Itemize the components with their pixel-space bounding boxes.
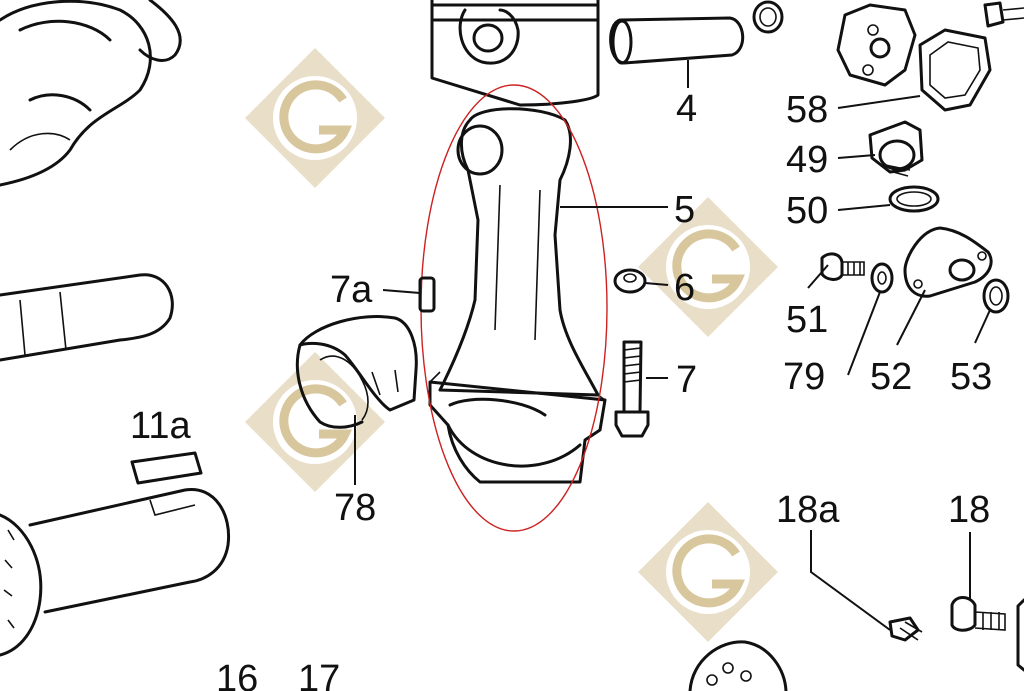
seal-ring <box>982 278 1010 314</box>
crankshaft-upper <box>0 0 182 187</box>
connecting-rod <box>428 107 607 484</box>
watermark-logo <box>638 197 778 337</box>
label-17: 17 <box>298 658 340 691</box>
watermark-logo <box>638 502 778 642</box>
small-end-bushing <box>418 276 436 313</box>
leader-lines <box>354 60 991 631</box>
screw-18 <box>950 596 1006 632</box>
gasket-plate <box>836 3 917 87</box>
label-79: 79 <box>783 356 825 398</box>
crankshaft-journal <box>0 273 174 362</box>
label-5: 5 <box>674 189 695 231</box>
watermark-logo <box>245 352 385 492</box>
label-50: 50 <box>786 190 828 232</box>
key <box>130 451 203 485</box>
rod-bolt <box>614 340 650 438</box>
label-7a: 7a <box>330 269 373 311</box>
label-11a: 11a <box>130 405 191 447</box>
label-7: 7 <box>676 359 697 401</box>
label-18: 18 <box>948 489 990 531</box>
label-4: 4 <box>676 88 697 130</box>
banjo-fitting <box>868 120 924 177</box>
label-78: 78 <box>334 487 376 529</box>
label-52: 52 <box>870 356 912 398</box>
screw-18a <box>888 616 923 642</box>
o-ring <box>888 185 940 213</box>
piston-pin <box>609 16 745 65</box>
flange-fitting <box>903 226 993 298</box>
screw-small <box>820 252 865 281</box>
label-16: 16 <box>216 658 258 691</box>
nut <box>613 268 647 294</box>
label-53: 53 <box>950 356 992 398</box>
watermark-logo <box>245 48 385 188</box>
circlip <box>752 0 784 34</box>
camshaft <box>0 488 231 657</box>
label-6: 6 <box>674 267 695 309</box>
gasket <box>918 28 992 112</box>
gear-fragment <box>688 640 788 691</box>
screw-top <box>983 1 1024 28</box>
highlight-ring <box>420 84 608 532</box>
label-49: 49 <box>786 139 828 181</box>
piston <box>430 0 600 107</box>
label-18a: 18a <box>776 489 840 531</box>
label-51: 51 <box>786 299 828 341</box>
bearing-shell <box>295 315 418 429</box>
edge-part <box>1016 598 1024 672</box>
washer <box>870 262 894 294</box>
label-58: 58 <box>786 89 828 131</box>
